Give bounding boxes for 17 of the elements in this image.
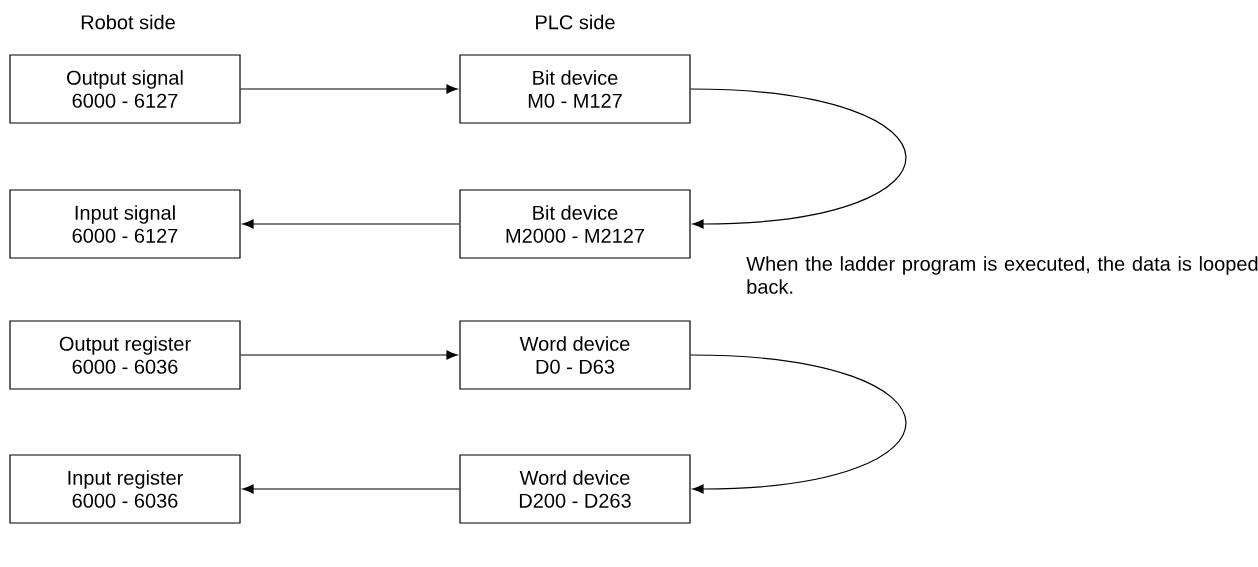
device-box: Word device D200 - D263 [459, 454, 691, 524]
arrow [690, 354, 907, 494]
arrow [240, 350, 458, 360]
device-box: Input signal 6000 - 6127 [9, 189, 241, 259]
arrow [242, 484, 460, 494]
note-text: When the ladder program is executed, the data is looped back. [746, 256, 1258, 294]
device-box: Bit device M0 - M127 [459, 54, 691, 124]
device-box: Output signal 6000 - 6127 [9, 54, 241, 124]
column-heading: PLC side [536, 14, 615, 30]
device-box: Output register 6000 - 6036 [9, 320, 241, 390]
device-box: Input register 6000 - 6036 [9, 454, 241, 524]
device-box: Bit device M2000 - M2127 [459, 189, 691, 259]
column-heading: Robot side [81, 14, 175, 30]
arrow [240, 84, 458, 94]
arrow [690, 88, 907, 229]
arrow [242, 219, 460, 229]
device-box: Word device D0 - D63 [459, 320, 691, 390]
